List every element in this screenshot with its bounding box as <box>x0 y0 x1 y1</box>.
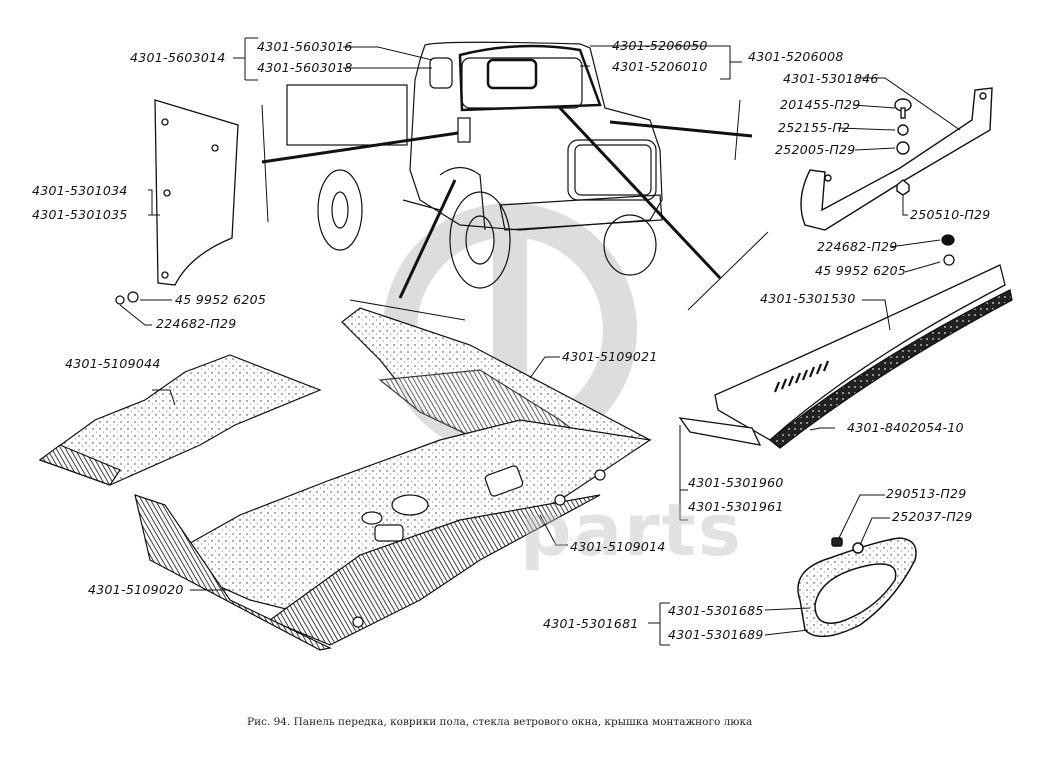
label-4301-5301530: 4301-5301530 <box>760 291 856 306</box>
label-4301-5109014: 4301-5109014 <box>570 539 666 554</box>
bracket-part <box>800 87 993 231</box>
truck-outline <box>286 41 663 289</box>
figure-caption: Рис. 94. Панель передка, коврики пола, с… <box>247 716 753 728</box>
label-4301-5206008: 4301-5206008 <box>748 49 844 64</box>
label-4301-5603018: 4301-5603018 <box>257 60 353 75</box>
label-45-9952-6205-left: 45 9952 6205 <box>175 292 267 307</box>
label-252005-P29: 252005-П29 <box>775 142 856 157</box>
floor-mat-rear <box>38 354 322 486</box>
label-4301-5301685: 4301-5301685 <box>668 603 764 618</box>
label-4301-5301035: 4301-5301035 <box>32 207 128 222</box>
watermark-text: parts <box>520 488 743 572</box>
side-panel-part <box>115 99 239 305</box>
label-4301-5301961: 4301-5301961 <box>688 499 784 514</box>
label-4301-5301034: 4301-5301034 <box>32 183 128 198</box>
label-250510-P29: 250510-П29 <box>910 207 991 222</box>
label-4301-5109020: 4301-5109020 <box>88 582 184 597</box>
label-252037-P29: 252037-П29 <box>892 509 973 524</box>
label-4301-5603016: 4301-5603016 <box>257 39 353 54</box>
label-4301-5301681: 4301-5301681 <box>543 616 639 631</box>
label-252155-P2: 252155-П2 <box>778 120 851 135</box>
label-4301-5301960: 4301-5301960 <box>688 475 784 490</box>
label-4301-8402054-10: 4301-8402054-10 <box>847 420 964 435</box>
label-4301-5109021: 4301-5109021 <box>562 349 658 364</box>
hatch-cover-part <box>797 537 917 638</box>
label-4301-5206010: 4301-5206010 <box>612 59 708 74</box>
label-224682-P29-left: 224682-П29 <box>156 316 237 331</box>
label-4301-5206050: 4301-5206050 <box>612 38 708 53</box>
label-4301-5603014: 4301-5603014 <box>130 50 226 65</box>
label-201455-P29: 201455-П29 <box>780 97 861 112</box>
callout-rays <box>261 99 769 321</box>
label-4301-5301846: 4301-5301846 <box>783 71 879 86</box>
label-45-9952-6205-right: 45 9952 6205 <box>815 263 907 278</box>
label-4301-5301689: 4301-5301689 <box>668 627 764 642</box>
cowl-panel-part <box>678 234 1013 449</box>
label-290513-P29: 290513-П29 <box>886 486 967 501</box>
label-4301-5109044: 4301-5109044 <box>65 356 161 371</box>
leader-lines <box>119 37 961 646</box>
label-224682-P29-right: 224682-П29 <box>817 239 898 254</box>
floor-mat-main <box>134 419 652 651</box>
